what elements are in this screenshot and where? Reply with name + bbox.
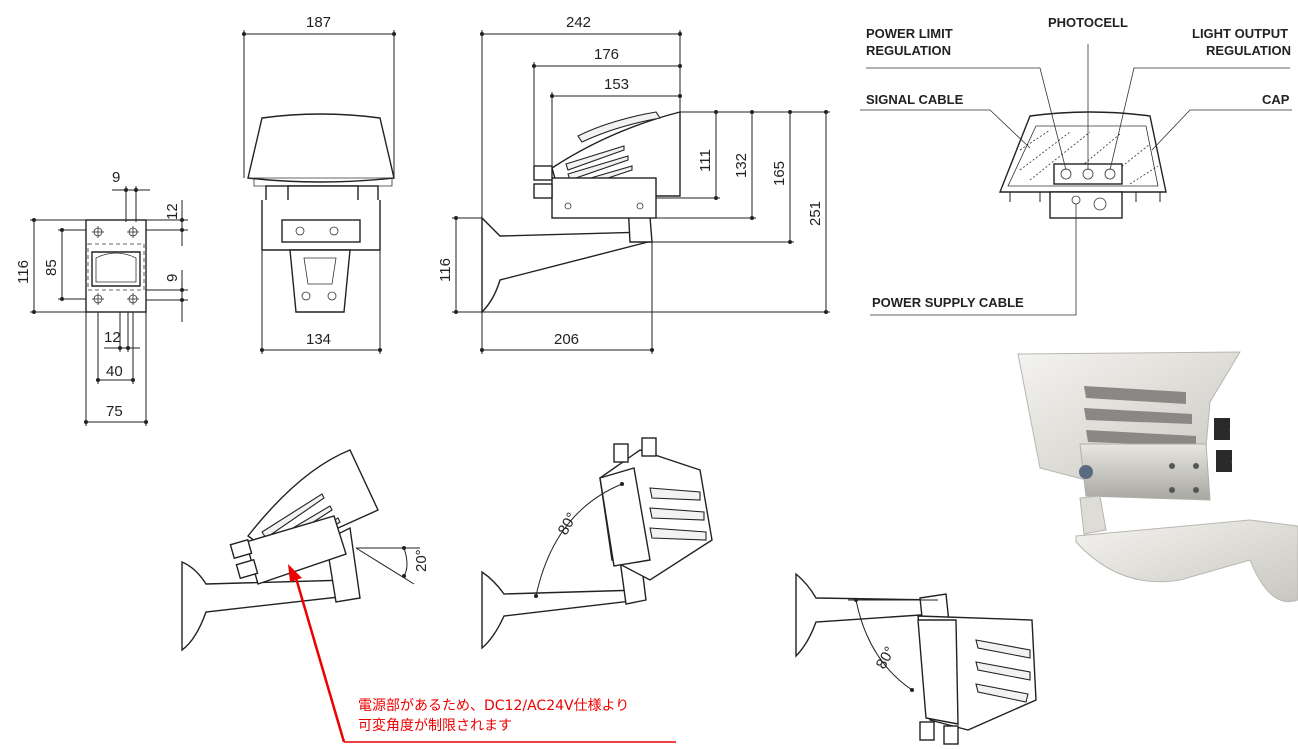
dim-bracket-height: 116 bbox=[437, 258, 454, 282]
dim-hole-spacing: 9 bbox=[112, 169, 120, 186]
wall-bracket bbox=[289, 249, 351, 313]
wall-bracket-side bbox=[481, 216, 649, 314]
side-view: 242 176 153 111 132 165 251 116 206 bbox=[437, 14, 830, 354]
dim-plate-width: 75 bbox=[106, 403, 123, 420]
product-render bbox=[1017, 351, 1298, 602]
label-light-output-line2: REGULATION bbox=[1206, 43, 1291, 58]
label-power-limit-line2: REGULATION bbox=[866, 43, 951, 58]
plate-view: 9 12 116 85 9 12 40 75 bbox=[15, 169, 188, 426]
tilt-view-20: 20° bbox=[181, 449, 430, 652]
dim-h-132: 132 bbox=[733, 153, 750, 178]
label-light-output-line1: LIGHT OUTPUT bbox=[1192, 26, 1288, 41]
lamp-hood bbox=[247, 113, 395, 183]
dim-len-153: 153 bbox=[604, 76, 629, 93]
dim-hole-pitch: 40 bbox=[106, 363, 123, 380]
angle-label-80b: 80° bbox=[873, 644, 899, 672]
dim-inner-height: 85 bbox=[43, 259, 60, 276]
tilt-view-80-up: 80° bbox=[481, 437, 713, 650]
label-power-supply-cable: POWER SUPPLY CABLE bbox=[872, 295, 1024, 310]
dim-len-176: 176 bbox=[594, 46, 619, 63]
label-cap: CAP bbox=[1262, 92, 1290, 107]
dim-top-offset: 12 bbox=[164, 203, 181, 220]
dim-total-length: 242 bbox=[566, 14, 591, 31]
dim-h-251: 251 bbox=[807, 201, 824, 226]
dim-h-165: 165 bbox=[771, 161, 788, 186]
note-line1: 電源部があるため、DC12/AC24V仕様より bbox=[358, 698, 630, 714]
label-photocell: PHOTOCELL bbox=[1048, 15, 1128, 30]
dim-plate-height: 116 bbox=[15, 260, 32, 284]
note-text: 電源部があるため、DC12/AC24V仕様より 可変角度が制限されます bbox=[358, 696, 629, 736]
tilt-view-80-down: 80° bbox=[795, 572, 1037, 745]
label-signal-cable: SIGNAL CABLE bbox=[866, 92, 964, 107]
front-view: 187 134 bbox=[242, 14, 396, 354]
note-arrow bbox=[288, 564, 676, 743]
label-power-limit-line1: POWER LIMIT bbox=[866, 26, 953, 41]
dim-front-top-width: 187 bbox=[306, 14, 331, 31]
callout-view: POWER LIMIT REGULATION PHOTOCELL LIGHT O… bbox=[860, 15, 1292, 316]
dim-h-111: 111 bbox=[697, 149, 714, 172]
dim-inner-gap: 12 bbox=[104, 329, 121, 346]
lamp-rear bbox=[998, 111, 1167, 193]
dim-front-bracket-width: 134 bbox=[306, 331, 331, 348]
dim-arm-length: 206 bbox=[554, 331, 579, 348]
dim-side-offset: 9 bbox=[164, 274, 181, 282]
angle-label-20: 20° bbox=[413, 549, 430, 572]
note-line2: 可変角度が制限されます bbox=[358, 718, 512, 734]
